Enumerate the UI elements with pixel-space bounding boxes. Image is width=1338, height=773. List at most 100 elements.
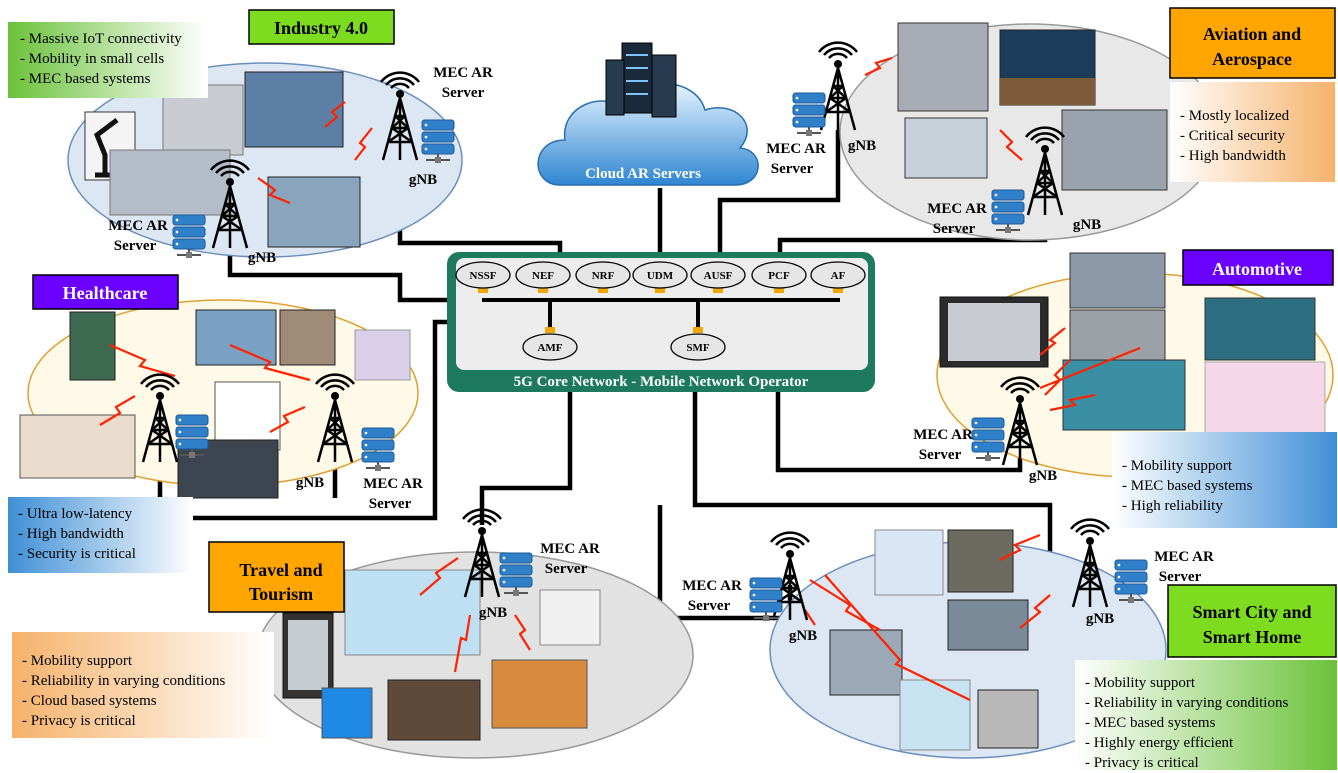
automotive-features: - Mobility support - MEC based systems -… [1112,432,1337,528]
aviation-title-line2: Aerospace [1212,49,1292,69]
smart-phone-hand-image [829,629,903,696]
smart-tablet-image [977,689,1039,749]
travel-menu-ar-image [491,659,588,729]
industry-header: Industry 4.0 [248,9,395,45]
mec-label: MEC AR [682,578,742,594]
feature-item: Mostly localized [1189,108,1290,124]
network-function-smf: SMF [670,327,726,361]
feature-item: Ultra low-latency [27,506,133,522]
automotive-header: Automotive [1182,249,1334,286]
mec-label: MEC AR [913,427,973,443]
network-function-nrf: NRF [575,261,631,293]
feature-item: Privacy is critical [1094,755,1199,771]
health-vr-headset-image [354,329,411,381]
svg-text:- Mobility support: - Mobility support [1085,675,1196,691]
travel-features: - Mobility support - Reliability in vary… [12,632,274,738]
mec-label: Server [1159,569,1202,585]
svg-text:- MEC based systems: - MEC based systems [1085,715,1216,731]
mec-label: MEC AR [540,541,600,557]
health-scanner-image [69,311,116,381]
aviation-vr-trainer-image [897,22,989,112]
feature-item: High bandwidth [27,526,125,542]
network-function-label: NEF [532,270,554,282]
gnb-label: gNB [296,475,324,491]
network-function-label: AMF [537,342,562,354]
scene-images [19,22,1326,751]
svg-text:- Cloud based systems: - Cloud based systems [22,693,157,709]
svg-text:- Privacy is critical: - Privacy is critical [1085,755,1199,771]
feature-item: High reliability [1131,498,1224,514]
network-function-pcf: PCF [751,261,807,293]
feature-item: Cloud based systems [31,693,157,709]
smartcity-title-line2: Smart Home [1203,627,1301,647]
tower-icon [817,41,859,132]
svg-text:- Massive IoT connectivity: - Massive IoT connectivity [20,31,182,47]
server-icon [971,417,1005,462]
smart-home-icon-image [874,529,944,596]
mec-label: MEC AR [1154,549,1214,565]
svg-text:- Mobility support: - Mobility support [22,653,133,669]
aviation-title-line1: Aviation and [1203,24,1301,44]
svg-text:- Security is critical: - Security is critical [18,546,136,562]
gnb-label: gNB [248,250,276,266]
gnb-label: gNB [479,605,507,621]
feature-item: Critical security [1189,128,1286,144]
svg-text:- MEC based systems: - MEC based systems [1122,478,1253,494]
healthcare-header: Healthcare [32,274,179,310]
mec-label: Server [114,238,157,254]
mec-label: Server [933,221,976,237]
mec-label: Server [545,561,588,577]
svg-text:- Highly energy efficient: - Highly energy efficient [1085,735,1234,751]
travel-header: Travel and Tourism [208,541,345,613]
feature-item: Mobility support [31,653,133,669]
network-function-label: AUSF [704,270,733,282]
mec-label: Server [919,447,962,463]
network-function-amf: AMF [522,327,578,361]
smartcity-header: Smart City and Smart Home [1167,584,1337,658]
feature-item: MEC based systems [1094,715,1216,731]
industry-worker-ar-image [244,71,344,148]
smart-city-buildings-image [899,679,971,751]
mec-label: MEC AR [363,476,423,492]
smartcity-features: - Mobility support - Reliability in vary… [1075,660,1337,771]
automotive-title: Automotive [1212,259,1302,279]
server-rack-icon [621,42,653,114]
network-function-label: UDM [647,270,674,282]
auto-hud-road-image [1204,297,1316,361]
smart-phone-ar-image [947,529,1014,593]
aviation-header: Aviation and Aerospace [1169,7,1336,79]
server-icon [749,577,783,622]
feature-item: MEC based systems [29,71,151,87]
feature-item: Reliability in varying conditions [1094,695,1289,711]
server-icon [361,427,395,472]
industry-production-line-image [109,149,231,216]
mec-label: MEC AR [108,218,168,234]
link-travel [479,392,573,525]
mec-label: Server [369,496,412,512]
mec-label: MEC AR [766,141,826,157]
svg-text:- Critical security: - Critical security [1180,128,1285,144]
feature-item: Security is critical [27,546,136,562]
travel-title-line1: Travel and [239,560,322,580]
cloud-label: Cloud AR Servers [585,166,701,182]
smart-room-ar-image [947,599,1029,651]
svg-text:- Mobility support: - Mobility support [1122,458,1233,474]
network-function-udm: UDM [632,261,688,293]
feature-item: MEC based systems [1131,478,1253,494]
gnb-label: gNB [409,172,437,188]
link-industry-2 [227,250,450,303]
aviation-features: - Mostly localized - Critical security -… [1170,82,1335,182]
health-phone-ar-image [19,414,136,479]
smartcity-title-line1: Smart City and [1192,602,1311,622]
feature-item: High bandwidth [1189,148,1287,164]
cloud-ar-servers: Cloud AR Servers [537,42,759,186]
feature-item: Reliability in varying conditions [31,673,226,689]
mec-label: Server [442,85,485,101]
travel-bus-image [321,687,373,739]
svg-text:- Reliability in varying condi: - Reliability in varying conditions [22,673,225,689]
health-robot-surgery-image [177,439,279,499]
svg-text:- MEC based systems: - MEC based systems [20,71,151,87]
industry-operator-ar-image [267,176,361,248]
network-function-ausf: AUSF [690,261,746,293]
